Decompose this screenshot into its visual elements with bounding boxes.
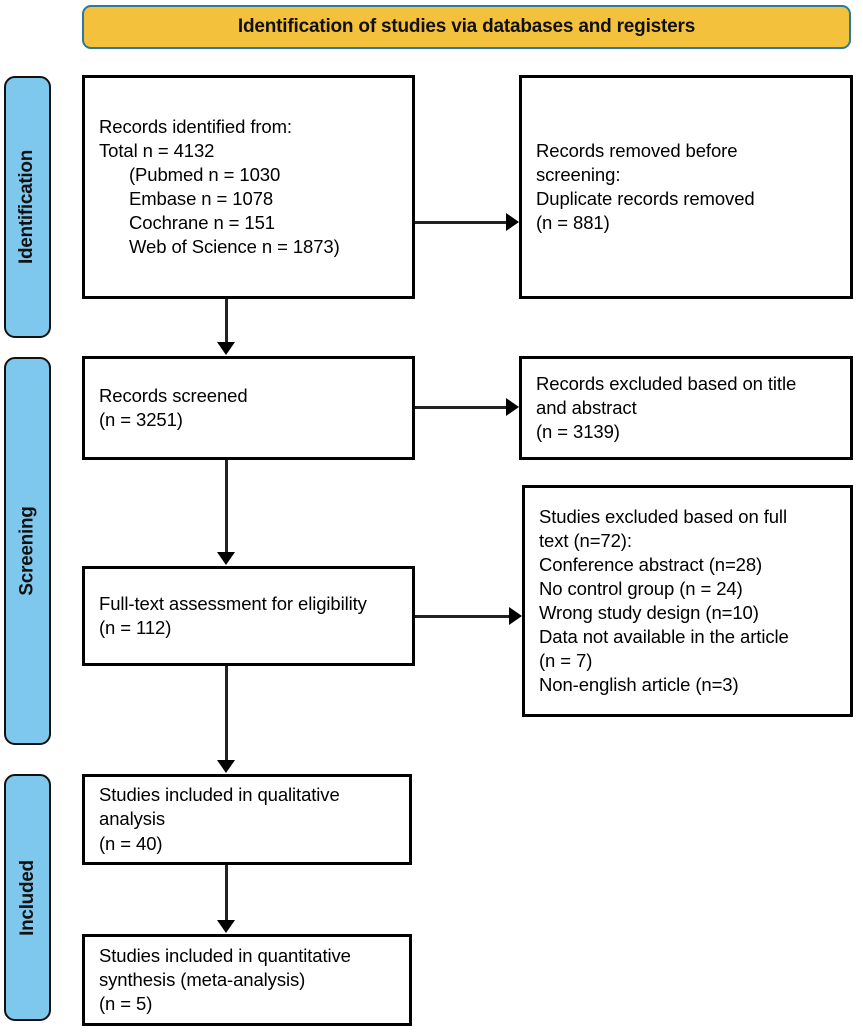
connector-screened-to-fulltext <box>225 460 228 553</box>
arrowhead-identified-to-screened <box>217 342 235 355</box>
excluded-title-abstract-rest: and abstract (n = 3139) <box>536 396 637 443</box>
box-records-identified: Records identified from: Total n = 4132 … <box>82 75 415 299</box>
connector-fulltext-to-excluded <box>415 615 510 618</box>
box-records-removed: Records removed before screening: Duplic… <box>519 75 853 299</box>
connector-identified-to-removed <box>415 221 507 224</box>
connector-screened-to-excluded <box>415 406 507 409</box>
excluded-title-abstract-line1: Records excluded based on title <box>536 372 797 394</box>
diagram-header-banner: Identification of studies via databases … <box>82 5 851 49</box>
stage-tab-identification: Identification <box>4 76 51 338</box>
stage-tab-identification-label: Identification <box>16 149 38 265</box>
box-records-screened: Records screened (n = 3251) <box>82 356 415 460</box>
connector-qualitative-to-quantitative <box>225 865 228 922</box>
connector-fulltext-to-qualitative <box>225 666 228 761</box>
arrowhead-fulltext-to-excluded <box>509 607 522 625</box>
box-included-qualitative: Studies included in qualitative analysis… <box>82 774 412 865</box>
records-identified-heading: Records identified from: Total n = 4132 <box>99 115 292 161</box>
records-removed-text: Records removed before screening: Duplic… <box>536 139 755 234</box>
box-excluded-fulltext: Studies excluded based on full text (n=7… <box>522 485 853 717</box>
stage-tab-screening: Screening <box>4 357 51 745</box>
included-qualitative-text: Studies included in qualitative analysis… <box>99 784 340 854</box>
arrowhead-screened-to-fulltext <box>217 552 235 565</box>
arrowhead-identified-to-removed <box>506 213 519 231</box>
stage-tab-screening-label: Screening <box>16 506 38 596</box>
box-included-quantitative: Studies included in quantitative synthes… <box>82 934 412 1026</box>
connector-identified-to-screened <box>225 299 228 343</box>
diagram-title: Identification of studies via databases … <box>237 16 696 37</box>
arrowhead-fulltext-to-qualitative <box>217 760 235 773</box>
box-fulltext-assessment: Full-text assessment for eligibility (n … <box>82 566 415 666</box>
arrowhead-screened-to-excluded <box>506 398 519 416</box>
stage-tab-included: Included <box>4 774 51 1021</box>
included-quantitative-text: Studies included in quantitative synthes… <box>99 944 351 1015</box>
arrowhead-qualitative-to-quantitative <box>217 920 235 933</box>
records-identified-sources: (Pubmed n = 1030 Embase n = 1078 Cochran… <box>129 163 340 258</box>
excluded-fulltext-text: Studies excluded based on full text (n=7… <box>539 505 789 696</box>
stage-tab-included-label: Included <box>16 859 38 936</box>
box-excluded-title-abstract: Records excluded based on title and abst… <box>519 356 853 460</box>
fulltext-assessment-text: Full-text assessment for eligibility (n … <box>99 592 367 638</box>
records-screened-text: Records screened (n = 3251) <box>99 384 248 430</box>
